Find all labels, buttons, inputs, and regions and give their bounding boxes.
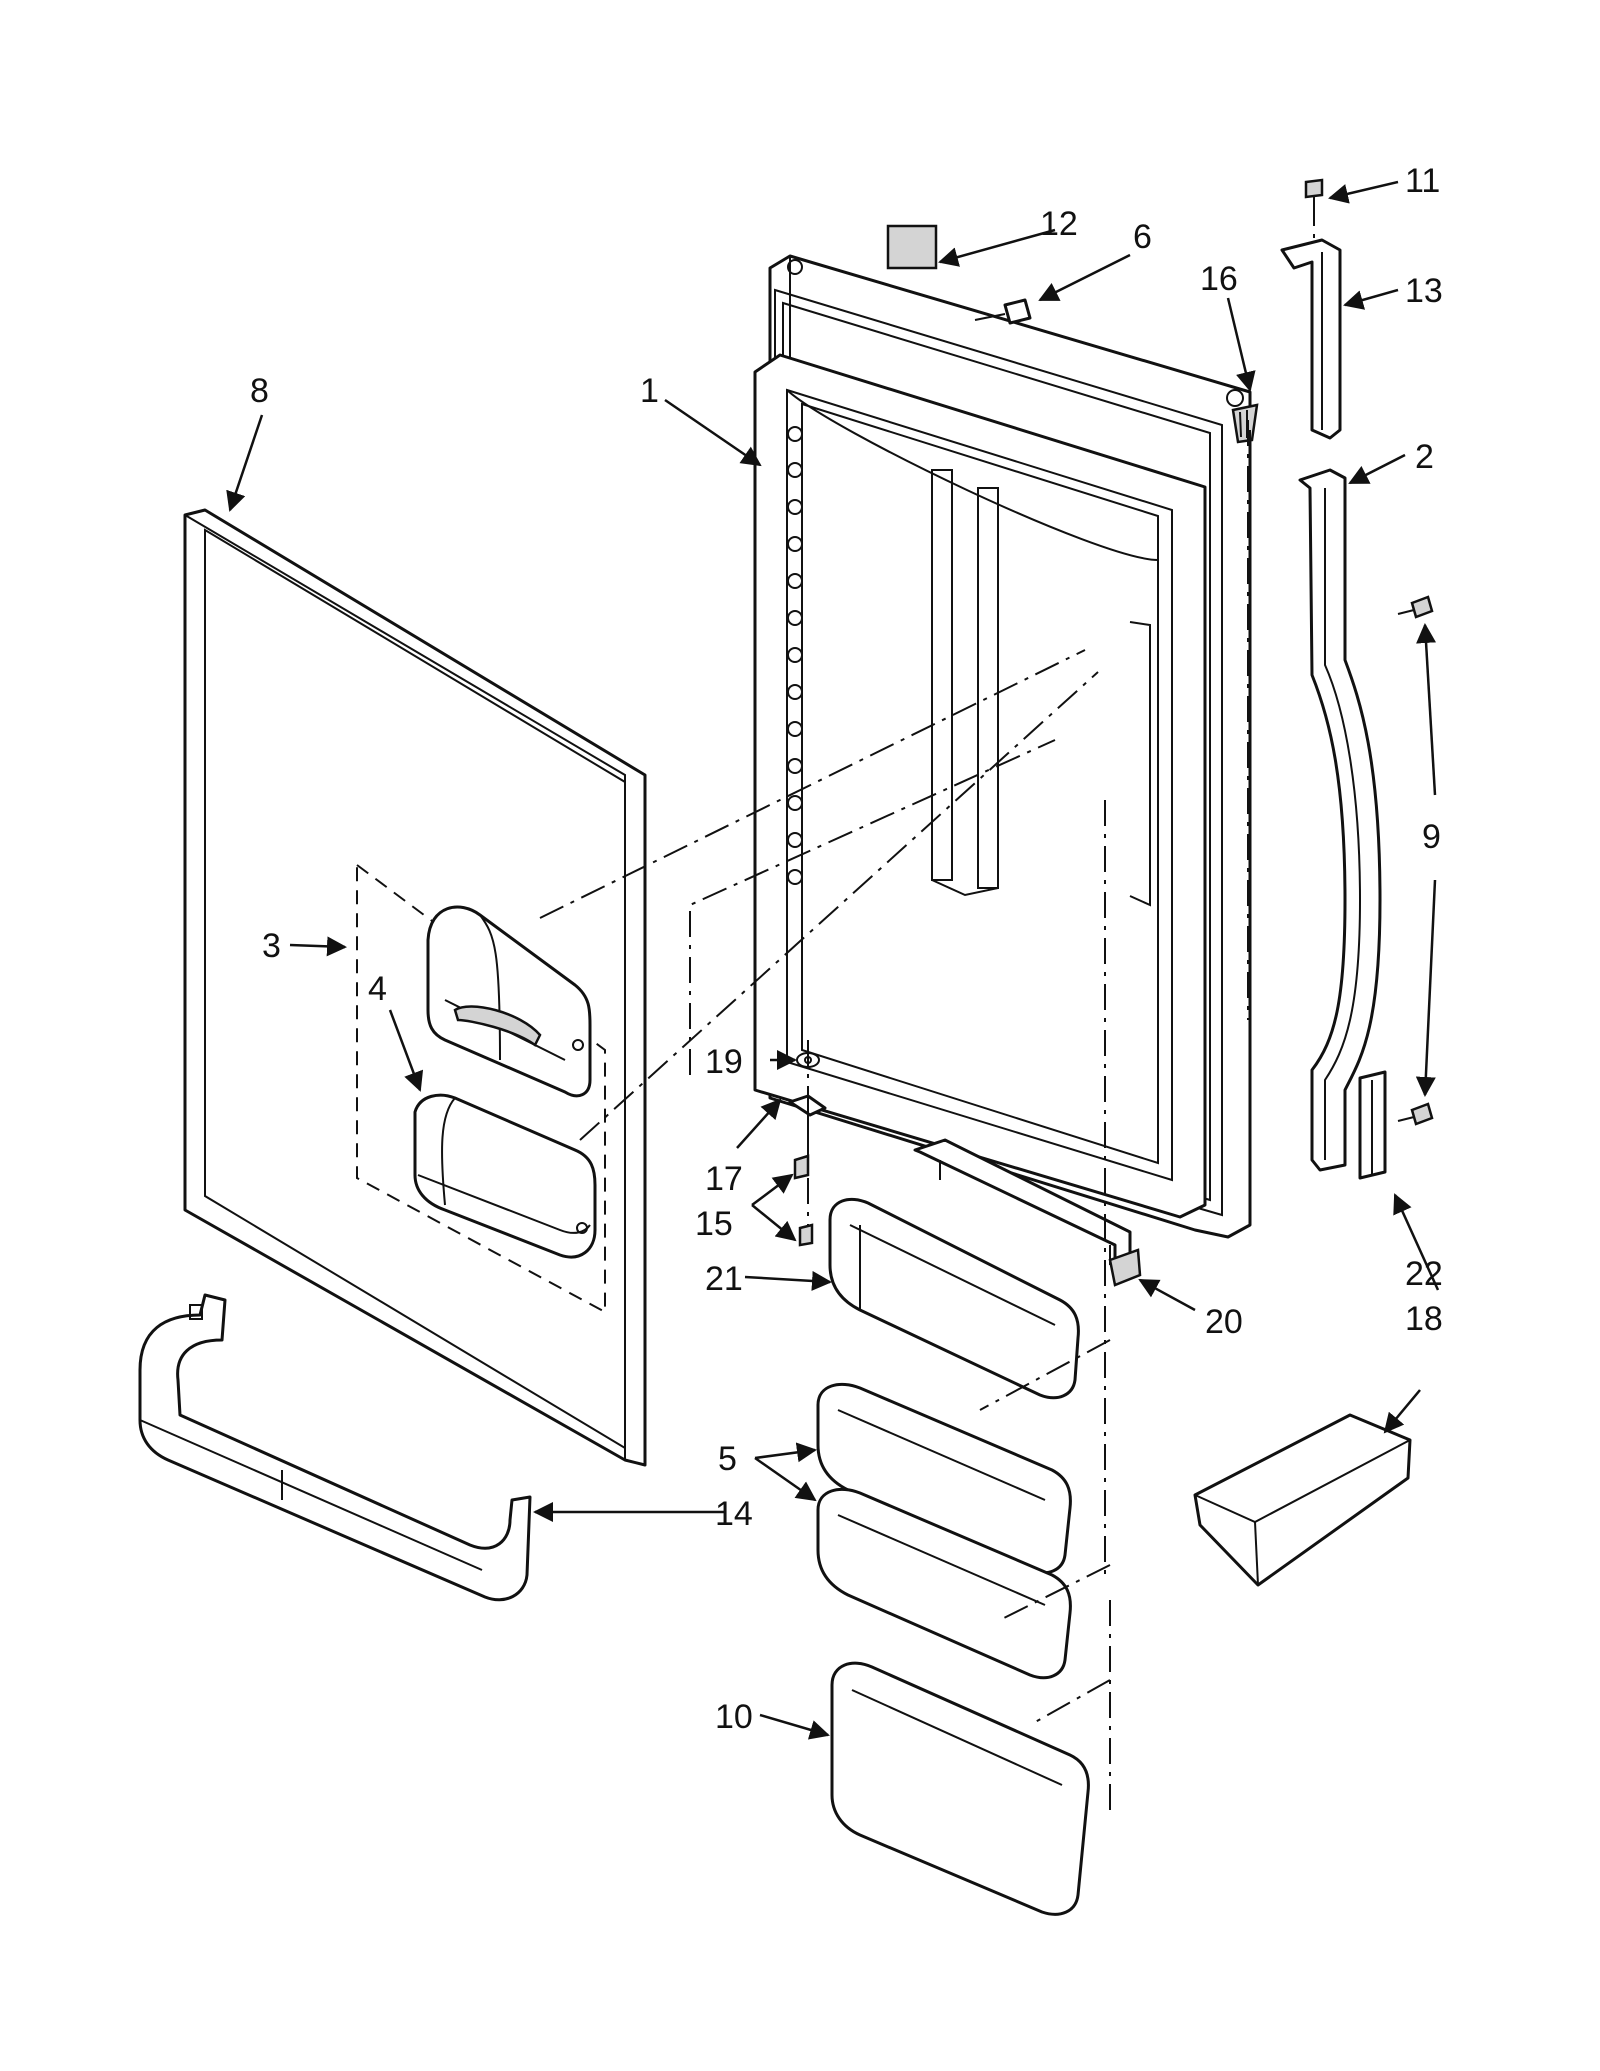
callout-1: 1 (640, 372, 659, 410)
label-part (886, 224, 938, 270)
door-bin-5-upper (816, 1382, 1072, 1575)
callout-6: 6 (1133, 218, 1152, 256)
callout-17: 17 (705, 1160, 743, 1198)
dispenser-cover (426, 905, 592, 1098)
callout-15: 15 (695, 1205, 733, 1243)
callout-16: 16 (1200, 260, 1238, 298)
callout-labels: 12 6 16 11 13 2 1 8 3 4 9 19 17 15 21 20… (250, 162, 1443, 1736)
handle-end-cap (1358, 1070, 1387, 1180)
callout-14: 14 (715, 1495, 753, 1533)
callout-5: 5 (718, 1440, 737, 1478)
callout-20: 20 (1205, 1303, 1243, 1341)
storage-tray (1193, 1413, 1412, 1587)
callout-13: 13 (1405, 272, 1443, 310)
handle-screw-bottom (1397, 1102, 1434, 1126)
callout-3: 3 (262, 927, 281, 965)
callout-18: 18 (1405, 1300, 1443, 1338)
callout-11: 11 (1405, 162, 1440, 200)
stop-screw-2 (798, 1223, 814, 1247)
callout-2: 2 (1415, 438, 1434, 476)
callout-21: 21 (705, 1260, 743, 1298)
alignment-lines (539, 200, 1315, 1810)
callout-12: 12 (1040, 205, 1078, 243)
leader-lines (226, 180, 1440, 1740)
door-bar (138, 1293, 532, 1602)
handle-screw-top (1397, 595, 1434, 619)
shelf-stud-column (787, 426, 803, 885)
callout-8: 8 (250, 372, 269, 410)
door-frame (753, 254, 1252, 1239)
shelf-rail (913, 1138, 1142, 1287)
callout-9: 9 (1422, 818, 1441, 856)
hinge-bracket (1280, 238, 1342, 440)
door-handle (1298, 468, 1382, 1172)
door-pin (974, 298, 1032, 325)
callout-22: 22 (1405, 1255, 1443, 1293)
callout-4: 4 (368, 970, 387, 1008)
callout-10: 10 (715, 1698, 753, 1736)
callout-19: 19 (705, 1043, 743, 1081)
hinge-bushing (1231, 403, 1259, 444)
door-bin-10 (830, 1661, 1090, 1916)
stop-screw-1 (793, 1154, 810, 1180)
door-bin-21 (828, 1197, 1080, 1400)
door-bin-5-lower (816, 1487, 1072, 1680)
dispenser-tray (413, 1093, 597, 1259)
